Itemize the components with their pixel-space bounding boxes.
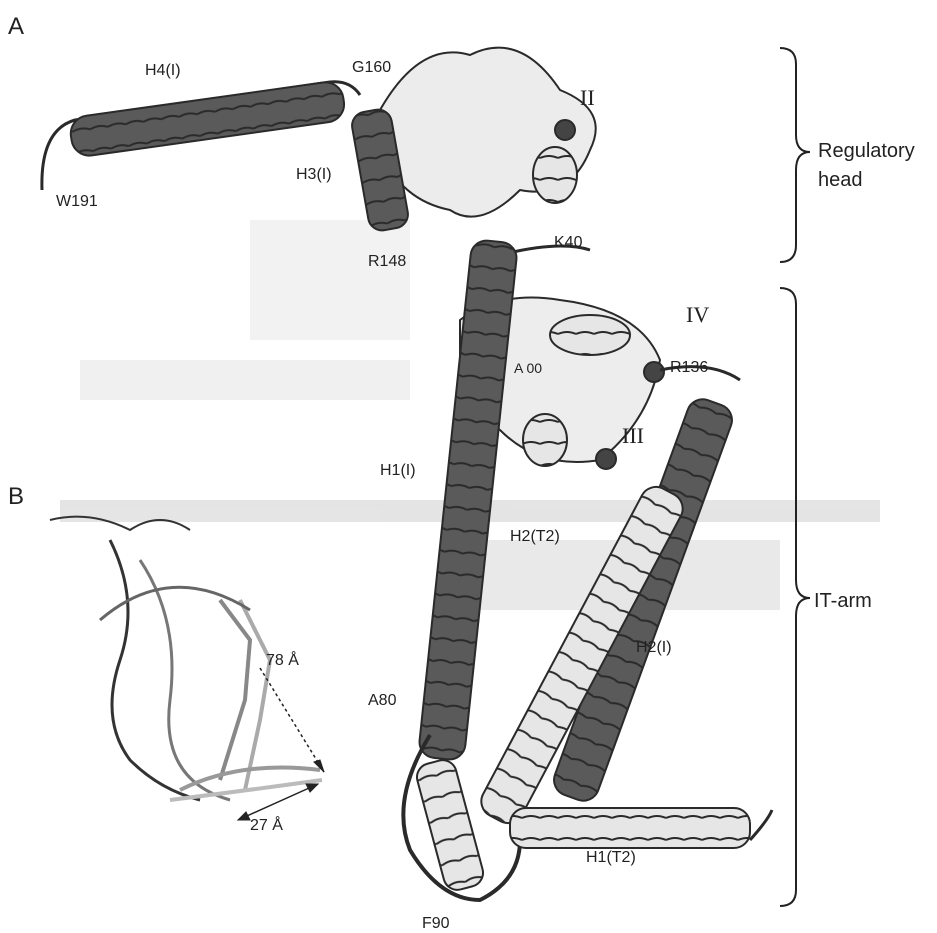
label-k40: K40 — [554, 234, 583, 251]
numeral-iv: IV — [686, 302, 709, 327]
brace-regulatory-head — [780, 48, 810, 262]
label-h2t2: H2(T2) — [510, 528, 560, 545]
domain-label-it-arm: IT-arm — [814, 590, 872, 612]
label-78a: 78 Å — [266, 650, 299, 669]
label-g160: G160 — [352, 59, 391, 76]
label-a00: A 00 — [514, 360, 542, 376]
arrow-78 — [260, 668, 324, 772]
label-27a: 27 Å — [250, 815, 283, 834]
label-f90: F90 — [422, 915, 450, 932]
label-h1i: H1(I) — [380, 462, 416, 479]
measure-arrows — [238, 668, 324, 820]
label-w191: W191 — [56, 193, 98, 210]
domain-braces — [780, 48, 810, 906]
label-h4: H4(I) — [145, 62, 181, 79]
domain-label-regulatory: Regulatory — [818, 140, 915, 162]
label-h3: H3(I) — [296, 166, 332, 183]
label-a80: A80 — [368, 692, 397, 709]
label-h2i: H2(I) — [636, 639, 672, 656]
label-h1t2: H1(T2) — [586, 849, 636, 866]
brace-it-arm — [780, 288, 810, 906]
numeral-ii: II — [580, 85, 595, 110]
panel-label-a: A — [8, 13, 24, 40]
domain-label-head: head — [818, 169, 863, 191]
panel-label-b: B — [8, 483, 24, 510]
numeral-iii: III — [622, 423, 644, 448]
label-r148: R148 — [368, 253, 406, 270]
label-r136: R136 — [670, 359, 708, 376]
